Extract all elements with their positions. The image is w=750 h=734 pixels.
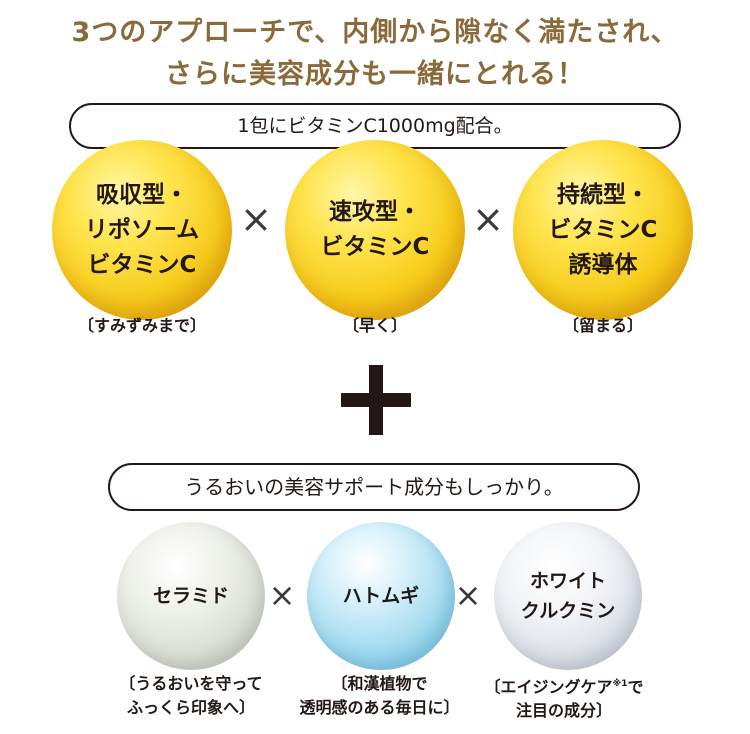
caption-curcumin-line-1: 〔エイジングケア※1で (459, 672, 669, 699)
sphere-ceramide: セラミド (117, 522, 265, 670)
times-icon: × (472, 197, 504, 241)
caption-liposome: 〔すみずみまで〕 (77, 316, 206, 335)
times-icon: × (240, 197, 272, 241)
sphere-curcumin-line-1: ホワイト (529, 570, 606, 592)
sphere-fast-vitamin-c: 速攻型・ ビタミンC (285, 140, 465, 320)
sphere-liposome-line-1: 吸収型・ (96, 181, 188, 208)
caption-ceramide-line-1: 〔うるおいを守って (119, 674, 263, 693)
sphere-hatomugi: ハトムギ (307, 522, 455, 670)
caption-sustained: 〔留まる〕 (562, 316, 643, 335)
sphere-sustained-line-2: ビタミンC (548, 216, 658, 243)
footnote-marker: ※1 (612, 679, 628, 689)
sphere-hatomugi-label: ハトムギ (342, 585, 420, 607)
caption-curcumin-text: 〔エイジングケア (484, 677, 613, 697)
sphere-fast-line-1: 速攻型・ (329, 199, 421, 225)
times-icon: × (454, 576, 482, 614)
sphere-liposome-line-3: ビタミンC (87, 251, 197, 278)
sphere-liposome-line-2: リポソーム (84, 216, 200, 243)
sphere-sustained-line-1: 持続型・ (557, 181, 649, 208)
sphere-sustained-vitamin-c: 持続型・ ビタミンC 誘導体 (513, 140, 693, 320)
beauty-support-pill: うるおいの美容サポート成分もしっかり。 (108, 463, 640, 511)
sphere-curcumin-line-2: クルクミン (520, 600, 616, 622)
sphere-white-curcumin: ホワイト クルクミン (494, 522, 642, 670)
sphere-fast-line-2: ビタミンC (320, 234, 430, 260)
sphere-sustained-line-3: 誘導体 (568, 251, 638, 278)
plus-icon-bar-vertical (369, 365, 383, 435)
headline-line-2: さらに美容成分も一緒にとれる！ (165, 59, 585, 90)
times-icon: × (268, 576, 296, 614)
caption-curcumin: 〔エイジングケア※1で 注目の成分〕 (459, 672, 669, 723)
caption-fast: 〔早く〕 (342, 316, 407, 335)
caption-curcumin-suffix: で (627, 677, 644, 697)
headline-line-1: 3つのアプローチで、内側から隙なく満たされ、 (71, 17, 679, 48)
sphere-liposome-vitamin-c: 吸収型・ リポソーム ビタミンC (52, 140, 232, 320)
caption-hatomugi-line-1: 〔和漢植物で (331, 674, 428, 693)
caption-hatomugi: 〔和漢植物で 透明感のある毎日に〕 (272, 672, 487, 720)
sphere-ceramide-label: セラミド (152, 585, 229, 607)
caption-curcumin-line-2: 注目の成分〕 (515, 701, 612, 721)
caption-hatomugi-line-2: 透明感のある毎日に〕 (299, 698, 460, 717)
caption-ceramide-line-2: ふっくら印象へ〕 (126, 698, 255, 717)
caption-ceramide: 〔うるおいを守って ふっくら印象へ〕 (91, 672, 291, 720)
